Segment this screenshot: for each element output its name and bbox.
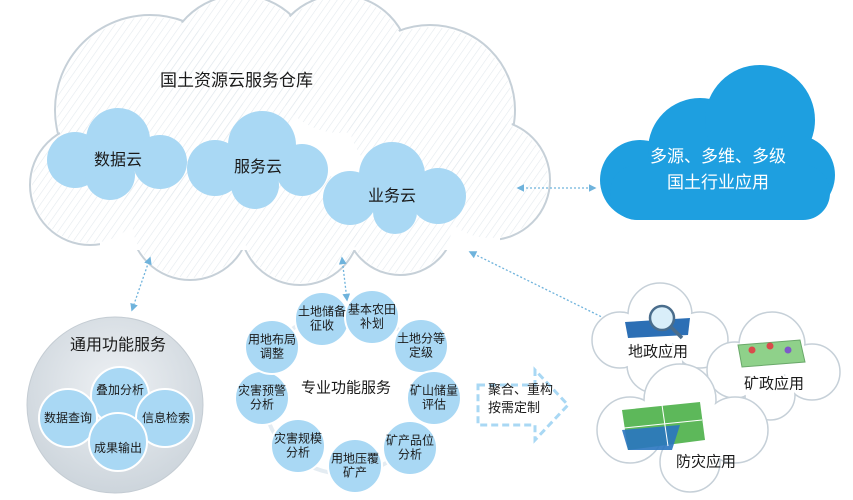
professional-item-circle-9	[244, 319, 300, 375]
professional-item-4: 矿山储量评估	[410, 384, 458, 413]
industry-cloud-line1: 多源、多维、多级	[650, 147, 786, 168]
professional-item-4-line1: 矿山储量	[409, 383, 459, 398]
professional-item-circle-3	[393, 318, 449, 374]
service-cloud-shape	[187, 111, 328, 209]
professional-item-2-line2: 补划	[359, 317, 385, 331]
professional-item-3: 土地分等定级	[397, 332, 445, 361]
process-arrow-shape	[476, 366, 571, 444]
professional-item-1-line2: 征收	[309, 319, 335, 333]
service-cloud-label: 服务云	[233, 156, 283, 176]
business-cloud-label: 业务云	[367, 185, 417, 205]
professional-item-circle-7	[270, 418, 326, 474]
disaster-map-icon	[622, 402, 705, 450]
professional-item-7: 灾害规模分析	[274, 432, 322, 461]
professional-item-7-line1: 灾害规模	[273, 431, 323, 446]
professional-item-circle-4	[406, 370, 462, 426]
professional-item-circle-6	[327, 438, 383, 494]
professional-item-1-line1: 土地储备	[297, 304, 347, 319]
general-item-search: 信息检索	[141, 410, 191, 425]
professional-item-3-line1: 土地分等	[396, 331, 446, 346]
land-app-label: 地政应用	[627, 342, 689, 361]
professional-item-9-line2: 调整	[259, 347, 285, 361]
business-cloud-shape	[323, 142, 466, 234]
professional-item-6: 用地压覆矿产	[331, 452, 379, 481]
professional-item-5: 矿产品位分析	[386, 434, 434, 463]
general-item-overlay: 叠加分析	[95, 382, 145, 397]
connector-main-professional	[338, 256, 351, 302]
professional-item-9: 用地布局调整	[248, 333, 296, 362]
professional-item-8: 灾害预警分析	[238, 384, 286, 413]
main-cloud-title: 国土资源云服务仓库	[160, 71, 313, 91]
land-magnifier-icon	[625, 304, 690, 340]
process-arrow-line2: 按需定制	[488, 401, 541, 416]
professional-item-5-line1: 矿产品位	[385, 433, 435, 448]
professional-item-6-line2: 矿产	[342, 466, 368, 480]
general-item-output: 成果输出	[93, 440, 143, 455]
general-item-query-circle	[38, 388, 98, 448]
industry-cloud-line2: 国土行业应用	[667, 173, 769, 194]
data-cloud-shape	[47, 108, 187, 200]
professional-item-7-line2: 分析	[285, 446, 311, 460]
general-services-title: 通用功能服务	[69, 334, 167, 354]
professional-item-8-line1: 灾害预警	[237, 383, 287, 398]
professional-item-circle-2	[344, 289, 400, 345]
general-item-query: 数据查询	[43, 410, 93, 425]
general-item-output-circle	[88, 412, 148, 472]
industry-cloud-shape	[600, 65, 835, 220]
mining-app-label: 矿政应用	[743, 374, 805, 393]
connector-main-general	[130, 256, 152, 312]
professional-item-6-line1: 用地压覆	[330, 451, 380, 466]
professional-item-9-line1: 用地布局	[247, 332, 297, 347]
professional-item-circle-5	[382, 420, 438, 476]
professional-item-2: 基本农田补划	[348, 303, 396, 332]
data-cloud-label: 数据云	[93, 149, 143, 169]
professional-item-5-line2: 分析	[397, 448, 423, 462]
process-arrow-line1: 聚合、重构	[488, 383, 554, 398]
professional-item-2-line1: 基本农田	[347, 302, 397, 317]
professional-item-3-line2: 定级	[408, 346, 434, 360]
disaster-app-label: 防灾应用	[675, 452, 737, 471]
professional-item-8-line2: 分析	[249, 398, 275, 412]
professional-item-1: 土地储备征收	[298, 305, 346, 334]
mining-map-icon	[737, 339, 806, 368]
professional-services-title: 专业功能服务	[300, 378, 392, 397]
connector-main-applications	[468, 251, 614, 323]
professional-item-4-line2: 评估	[421, 398, 447, 412]
